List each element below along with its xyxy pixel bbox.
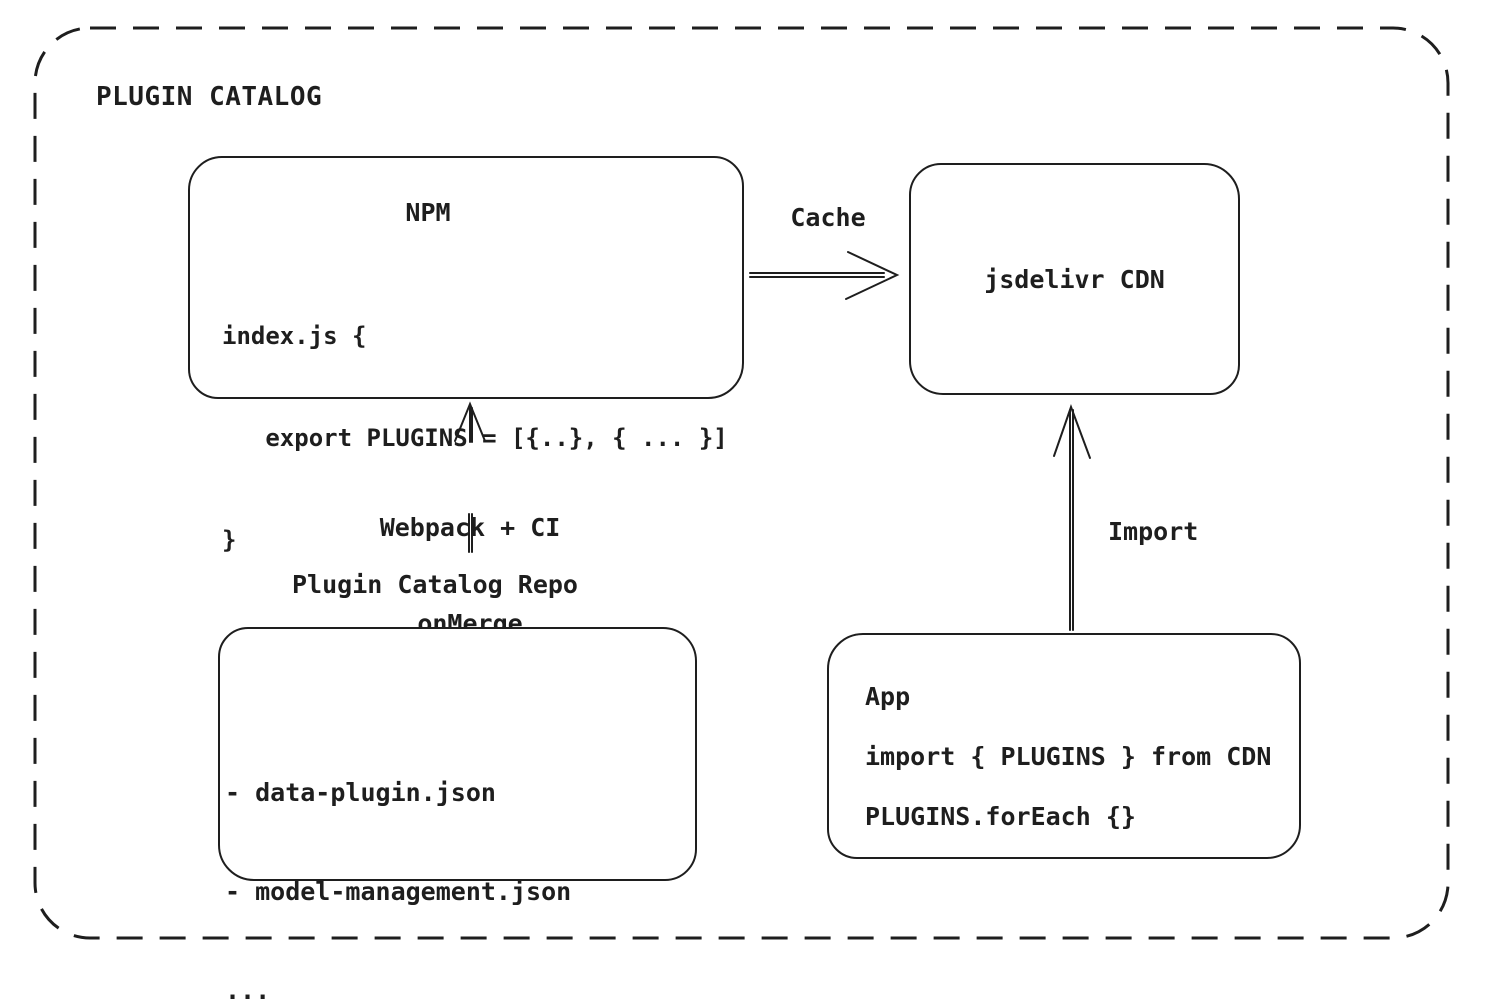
repo-file-item: ... <box>225 976 271 1002</box>
import-edge-label: Import <box>1108 517 1199 546</box>
app-code-line: PLUGINS.forEach {} <box>865 802 1136 831</box>
npm-code-line: export PLUGINS = [{..}, { ... }] <box>222 424 728 452</box>
app-node-title: App <box>865 682 911 711</box>
build-arrow-up-icon <box>454 401 486 553</box>
npm-code-line: } <box>222 526 237 554</box>
catalog-boundary-dashed-border <box>33 26 1450 940</box>
npm-code-line: index.js { <box>222 322 367 350</box>
import-arrow-up-icon <box>1053 404 1091 631</box>
node-plugin-catalog-repo <box>218 627 697 881</box>
build-edge-label-line1: Webpack + CI <box>379 513 561 542</box>
node-jsdelivr-cdn: jsdelivr CDN <box>909 163 1240 395</box>
node-app <box>827 633 1301 859</box>
npm-code-block: index.js { export PLUGINS = [{..}, { ...… <box>222 251 728 625</box>
repo-file-item: - data-plugin.json <box>225 778 496 807</box>
app-code-line: import { PLUGINS } from CDN <box>865 742 1272 771</box>
npm-node-title: NPM <box>405 198 451 227</box>
repo-file-list: - data-plugin.json - model-management.js… <box>225 710 571 1002</box>
diagram-title: PLUGIN CATALOG <box>96 82 323 112</box>
repo-node-title: Plugin Catalog Repo <box>292 570 578 599</box>
cache-edge-label: Cache <box>790 203 866 232</box>
cache-arrow-right-icon <box>749 251 900 300</box>
node-npm <box>188 156 744 399</box>
cdn-node-label: jsdelivr CDN <box>984 264 1165 294</box>
repo-file-item: - model-management.json <box>225 877 572 906</box>
